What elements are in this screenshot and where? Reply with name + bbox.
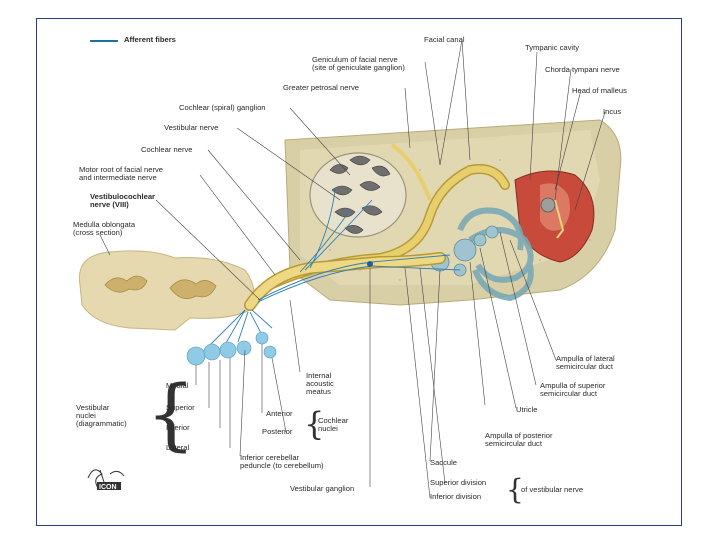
- label-facial-canal: Facial canal: [424, 35, 465, 44]
- label-utricle: Utricle: [516, 405, 538, 414]
- label-ampulla-lateral: Ampulla of lateral: [556, 354, 615, 363]
- posterior-semicircular-canal: [472, 264, 534, 302]
- label-vestibulocochlear: Vestibulocochlear: [90, 192, 155, 201]
- label-meatus: meatus: [306, 387, 331, 396]
- label-chorda-tympani: Chorda tympani nerve: [545, 65, 620, 74]
- label-internal: Internal: [306, 371, 332, 380]
- afferent-legend-swatch: [90, 40, 118, 42]
- nucleus-lateral: [236, 340, 252, 356]
- label-superior-division: Superior division: [430, 478, 487, 487]
- label-vestibular-nuclei-2: nuclei: [76, 411, 96, 420]
- label-of-vestibular-nerve: of vestibular nerve: [521, 485, 584, 494]
- label-diagrammatic: (diagrammatic): [76, 419, 127, 428]
- label-cochlear-nuclei-2: nuclei: [318, 424, 338, 433]
- label-icp-2: peduncle (to cerebellum): [240, 461, 324, 470]
- label-vestibular-nerve: Vestibular nerve: [164, 123, 219, 132]
- label-lateral: Lateral: [166, 443, 190, 452]
- label-inferior-division: Inferior division: [430, 492, 482, 501]
- label-cochlear-ganglion: Cochlear (spiral) ganglion: [179, 103, 266, 112]
- label-medial: Medial: [166, 381, 189, 390]
- label-tympanic-cavity: Tympanic cavity: [525, 43, 580, 52]
- label-nerve-viii: nerve (VIII): [90, 200, 129, 209]
- label-cochlear-nuclei: Cochlear: [318, 416, 349, 425]
- label-superior: Superior: [166, 403, 195, 412]
- greater-petrosal-branch: [390, 143, 432, 201]
- label-posterior: Posterior: [262, 427, 293, 436]
- label-ampulla-superior: Ampulla of superior: [540, 381, 606, 390]
- vestibular-nuclei-brace: {: [146, 370, 196, 460]
- svg-text:ICON: ICON: [99, 484, 117, 491]
- label-vestibular-ganglion: Vestibular ganglion: [290, 484, 355, 493]
- afferent-legend-label: Afferent fibers: [124, 35, 176, 44]
- medulla-oblongata: [78, 250, 255, 331]
- label-saccule: Saccule: [430, 458, 458, 467]
- label-icp: Inferior cerebellar: [240, 453, 300, 462]
- label-anterior: Anterior: [266, 409, 293, 418]
- superior-semicircular-canal: [457, 207, 524, 251]
- label-ampulla-lateral-2: semicircular duct: [556, 362, 613, 371]
- lateral-semicircular-canal: [468, 227, 534, 283]
- label-vestibular-nuclei: Vestibular: [76, 403, 110, 412]
- label-ampulla-superior-2: semicircular duct: [540, 389, 597, 398]
- label-ampulla-posterior-2: semicircular duct: [485, 439, 542, 448]
- label-intermediate-nerve: and intermediate nerve: [79, 173, 157, 182]
- cochlear-nuclei-brace: {: [304, 405, 325, 443]
- label-medulla-cross-section: (cross section): [73, 228, 123, 237]
- utricle: [453, 238, 477, 262]
- label-motor-root: Motor root of facial nerve: [79, 165, 163, 174]
- division-brace: {: [506, 473, 524, 506]
- vestibular-ganglion: [367, 261, 373, 267]
- label-incus: Incus: [603, 107, 622, 116]
- cochlear-nucleus-posterior: [263, 345, 277, 359]
- label-medulla: Medulla oblongata: [73, 220, 136, 229]
- label-geniculum-site: (site of geniculate ganglion): [312, 63, 405, 72]
- nucleus-inferior: [219, 341, 237, 359]
- label-inferior: Inferior: [166, 423, 190, 432]
- label-cochlear-nerve: Cochlear nerve: [141, 145, 193, 154]
- label-acoustic: acoustic: [306, 379, 334, 388]
- label-geniculum: Geniculum of facial nerve: [312, 55, 398, 64]
- label-greater-petrosal: Greater petrosal nerve: [283, 83, 359, 92]
- label-head-of-malleus: Head of malleus: [572, 86, 627, 95]
- label-ampulla-posterior: Ampulla of posterior: [485, 431, 553, 440]
